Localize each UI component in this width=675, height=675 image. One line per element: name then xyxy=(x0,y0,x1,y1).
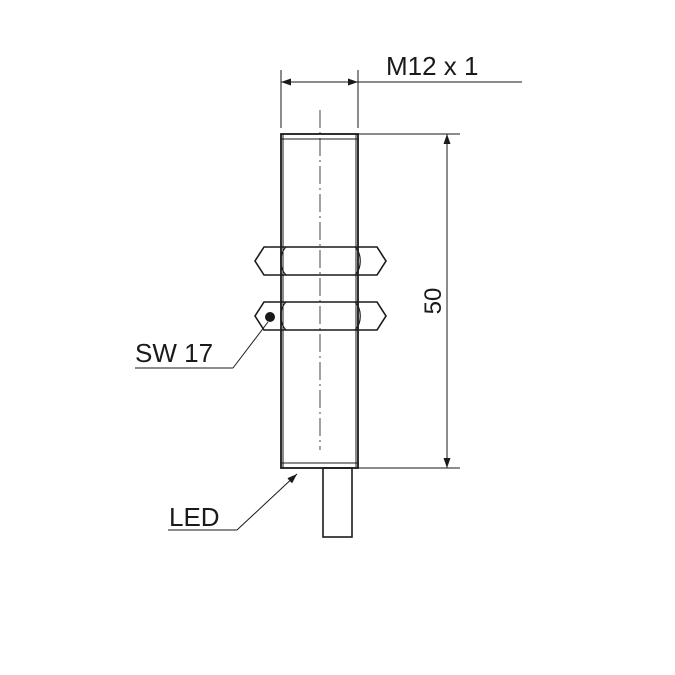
length-dimension xyxy=(358,133,460,469)
wrench-size-label: SW 17 xyxy=(135,338,213,368)
led-label: LED xyxy=(169,502,220,532)
hex-nut-upper xyxy=(254,246,387,276)
hex-nut-lower xyxy=(254,301,387,331)
cable xyxy=(322,467,353,538)
wrench-size-leader xyxy=(135,321,269,369)
thread-dimension xyxy=(280,70,522,128)
led-leader xyxy=(168,473,298,531)
thread-size-label: M12 x 1 xyxy=(386,51,479,81)
length-label: 50 xyxy=(420,288,447,315)
leader-dot xyxy=(265,312,275,322)
sensor-barrel xyxy=(280,133,359,469)
